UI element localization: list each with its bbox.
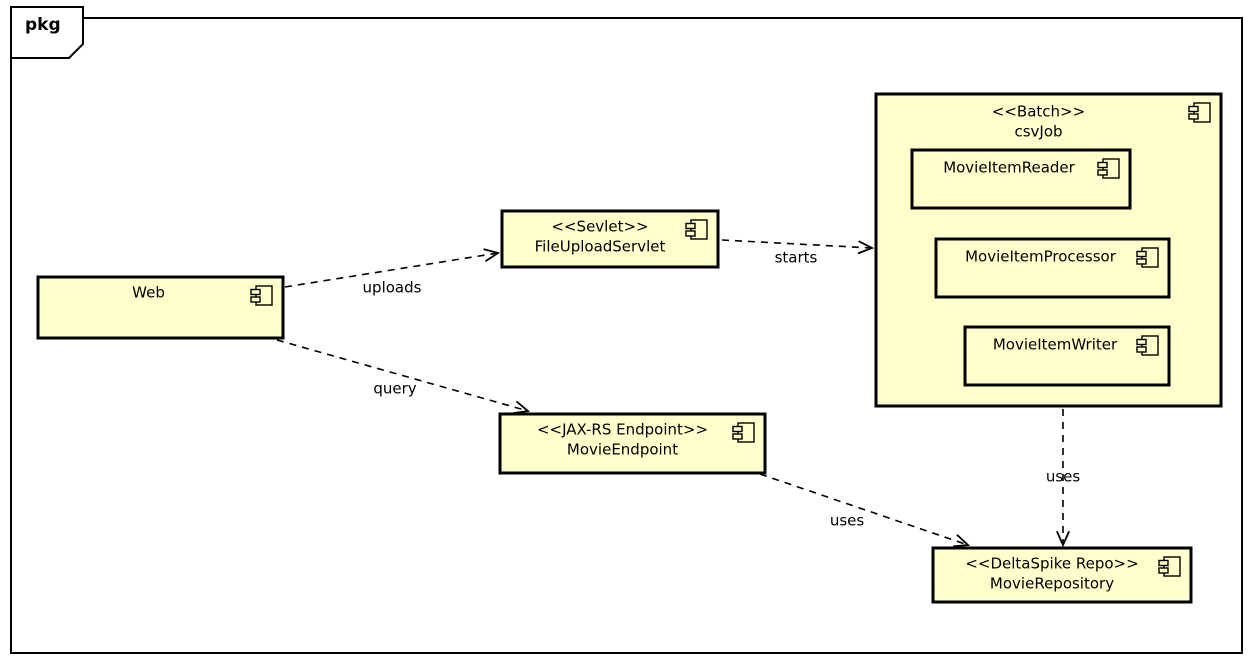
- edge-label: uses: [830, 512, 865, 530]
- component-movie-item-reader[interactable]: MovieItemReader: [910, 148, 1132, 210]
- component-box[interactable]: [500, 209, 720, 269]
- component-name: MovieItemReader: [943, 159, 1075, 177]
- component-movie-item-writer[interactable]: MovieItemWriter: [963, 325, 1171, 387]
- component-box[interactable]: [931, 546, 1193, 604]
- component-icon: [1136, 335, 1159, 356]
- edge-csvjob-uses-repository: uses: [1046, 409, 1081, 548]
- edge-line: [276, 339, 529, 412]
- component-name: Web: [132, 284, 165, 302]
- component-name: MovieItemWriter: [993, 336, 1118, 354]
- edge-arrowhead: [952, 534, 971, 548]
- edge-web-uploads-servlet: uploads: [284, 248, 501, 297]
- component-name: FileUploadServlet: [535, 238, 666, 256]
- component-icon: [250, 285, 273, 306]
- edge-arrowhead: [483, 248, 501, 262]
- edge-line: [759, 473, 969, 546]
- edge-web-query-endpoint: query: [276, 339, 531, 415]
- component-box[interactable]: [910, 148, 1132, 210]
- component-stereotype: <<DeltaSpike Repo>>: [965, 555, 1138, 573]
- component-file-upload-servlet[interactable]: <<Sevlet>> FileUploadServlet: [500, 209, 720, 269]
- component-icon: [732, 422, 755, 443]
- component-icon: [1188, 102, 1211, 123]
- edge-line: [284, 252, 499, 288]
- edge-arrowhead: [857, 240, 875, 255]
- edge-label: query: [373, 380, 416, 398]
- edge-label: uploads: [363, 279, 422, 297]
- component-icon: [1158, 556, 1181, 577]
- component-box[interactable]: [934, 237, 1171, 299]
- component-icon: [1097, 158, 1120, 179]
- component-movie-endpoint[interactable]: <<JAX-RS Endpoint>> MovieEndpoint: [498, 412, 767, 475]
- component-stereotype: <<Sevlet>>: [551, 218, 648, 236]
- edge-arrowhead: [1056, 530, 1070, 548]
- component-icon: [685, 219, 708, 240]
- edge-arrowhead: [513, 400, 531, 415]
- component-stereotype: <<JAX-RS Endpoint>>: [537, 421, 708, 439]
- edge-servlet-starts-csvjob: starts: [721, 239, 875, 267]
- component-name: MovieEndpoint: [567, 441, 678, 459]
- edge-layer: uploads query starts uses uses: [276, 239, 1081, 548]
- package-frame-tab: [10, 6, 84, 59]
- component-box[interactable]: [963, 325, 1171, 387]
- package-frame-label: pkg: [25, 15, 61, 35]
- component-name: MovieItemProcessor: [965, 248, 1117, 266]
- component-icon: [1136, 247, 1159, 268]
- edge-label: starts: [775, 249, 818, 267]
- component-layer: Web <<Sevlet>> FileUploadServlet <<Batch>> c…: [36, 92, 1223, 604]
- component-name: MovieRepository: [990, 575, 1114, 593]
- component-box[interactable]: [36, 275, 285, 340]
- edge-endpoint-uses-repository: uses: [759, 473, 971, 548]
- component-stereotype: <<Batch>>: [992, 103, 1085, 121]
- component-box[interactable]: [498, 412, 767, 475]
- component-movie-repository[interactable]: <<DeltaSpike Repo>> MovieRepository: [931, 546, 1193, 604]
- component-movie-item-processor[interactable]: MovieItemProcessor: [934, 237, 1171, 299]
- component-web[interactable]: Web: [36, 275, 285, 340]
- edge-label: uses: [1046, 468, 1081, 486]
- component-name: csvJob: [1014, 123, 1062, 141]
